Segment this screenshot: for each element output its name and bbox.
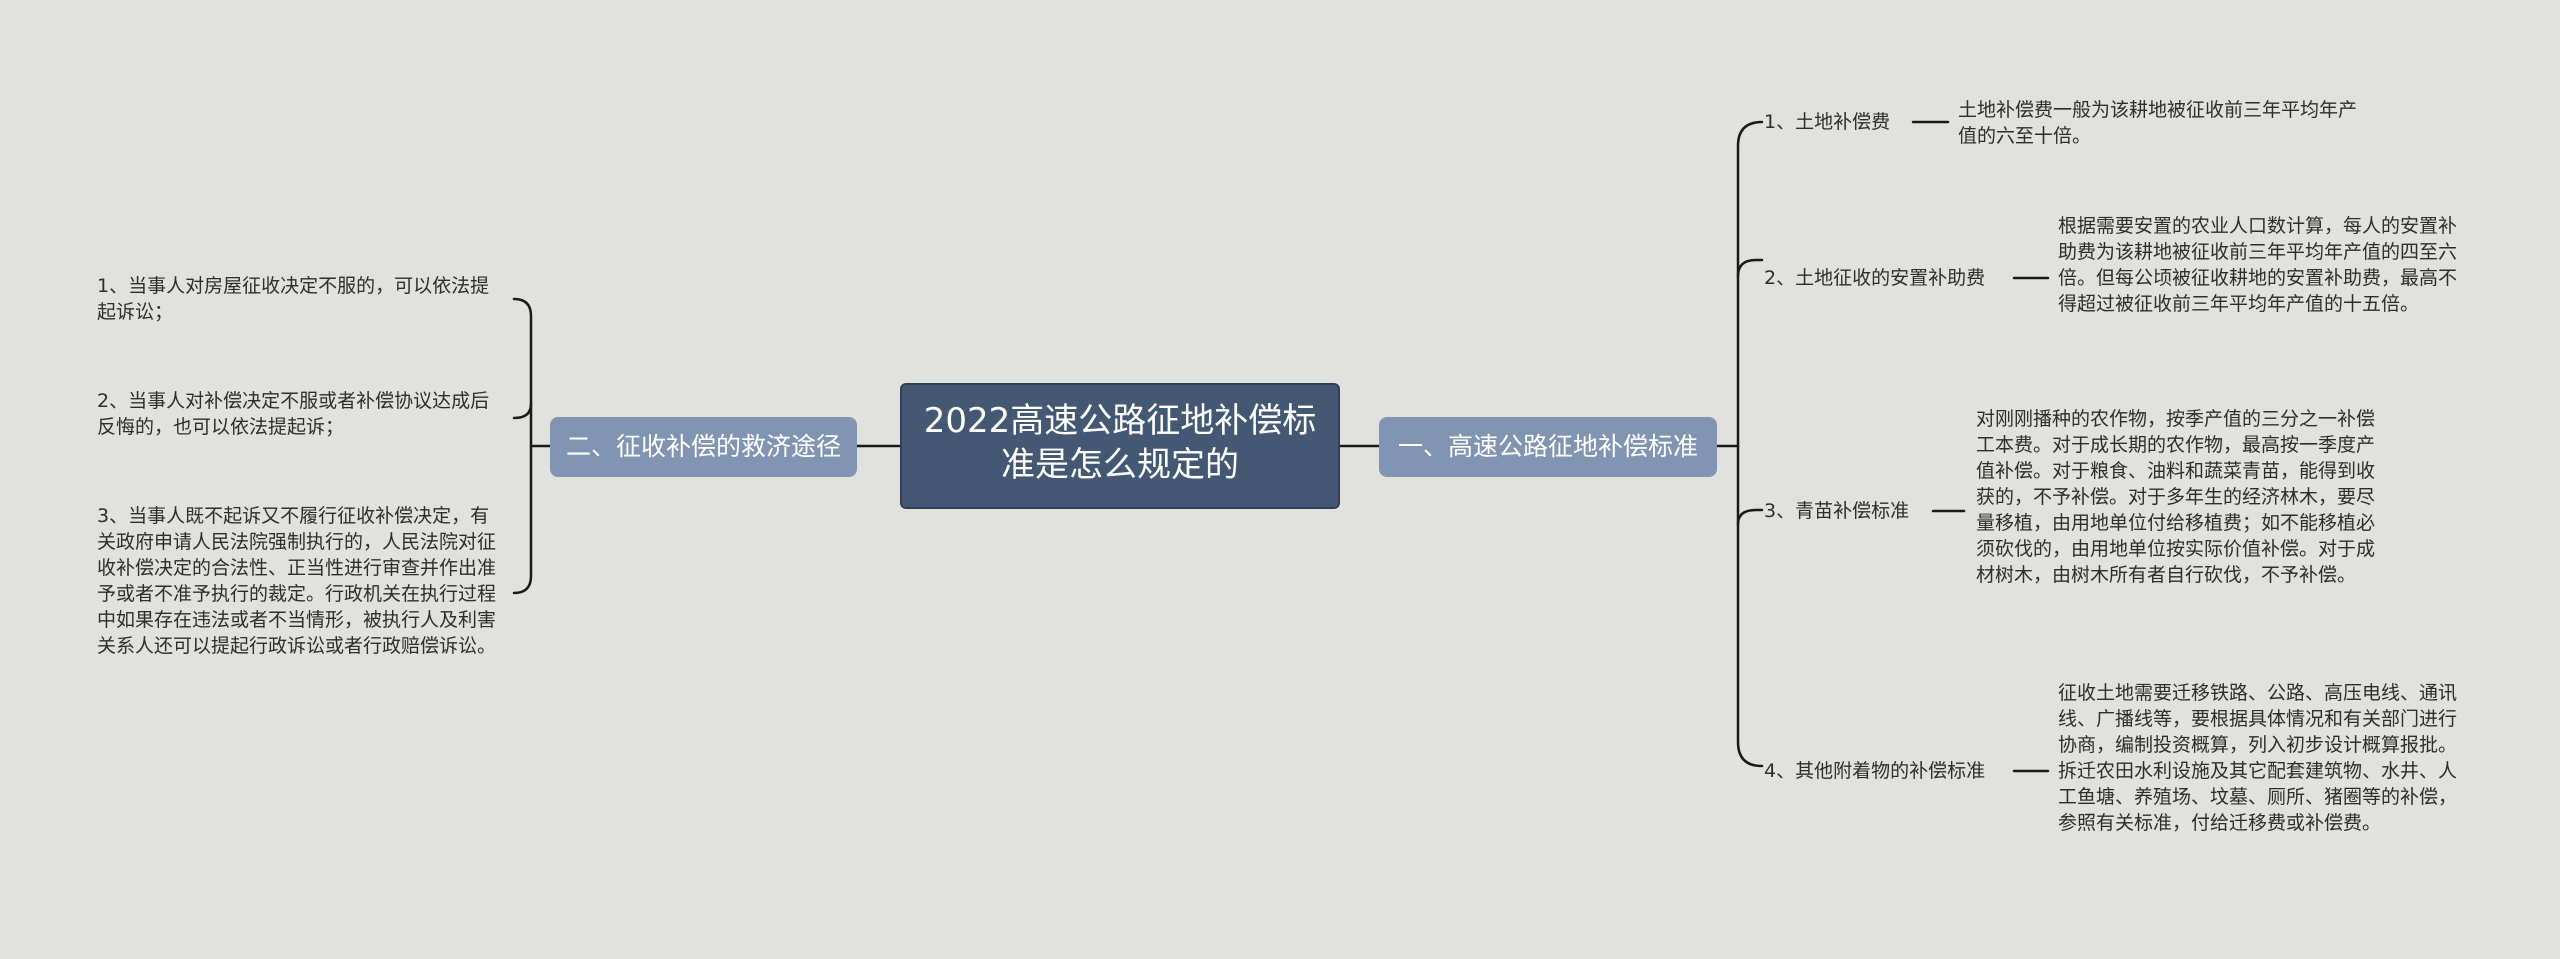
- detail-text: 对刚刚播种的农作物，按季产值的三分之一补偿工本费。对于成长期的农作物，最高按一季…: [1976, 408, 2376, 586]
- topic-young-crops[interactable]: 3、青苗补偿标准: [1764, 499, 1909, 523]
- branch-relief-channels[interactable]: 二、征收补偿的救济途径: [550, 417, 857, 477]
- detail-land-compensation: 土地补偿费一般为该耕地被征收前三年平均年产值的六至十倍。: [1958, 97, 2370, 149]
- topic-resettlement-subsidy[interactable]: 2、土地征收的安置补助费: [1764, 266, 1985, 290]
- root-topic[interactable]: 2022高速公路征地补偿标准是怎么规定的: [900, 383, 1340, 509]
- detail-text: 根据需要安置的农业人口数计算，每人的安置补助费为该耕地被征收前三年平均年产值的四…: [2058, 215, 2458, 315]
- branch-label: 一、高速公路征地补偿标准: [1397, 432, 1698, 461]
- topic-label: 3、青苗补偿标准: [1764, 500, 1910, 522]
- relief-item-3[interactable]: 3、当事人既不起诉又不履行征收补偿决定，有关政府申请人民法院强制执行的，人民法院…: [97, 503, 501, 659]
- topic-land-compensation[interactable]: 1、土地补偿费: [1764, 110, 1890, 134]
- detail-other-attachments: 征收土地需要迁移铁路、公路、高压电线、通讯线、广播线等，要根据具体情况和有关部门…: [2058, 680, 2470, 836]
- relief-text: 2、当事人对补偿决定不服或者补偿协议达成后反悔的，也可以依法提起诉；: [97, 390, 490, 438]
- topic-label: 4、其他附着物的补偿标准: [1764, 760, 1986, 782]
- detail-resettlement-subsidy: 根据需要安置的农业人口数计算，每人的安置补助费为该耕地被征收前三年平均年产值的四…: [2058, 213, 2470, 317]
- topic-label: 1、土地补偿费: [1764, 111, 1891, 133]
- root-title: 2022高速公路征地补偿标准是怎么规定的: [923, 401, 1317, 485]
- relief-item-1[interactable]: 1、当事人对房屋征收决定不服的，可以依法提起诉讼；: [97, 273, 501, 325]
- detail-text: 征收土地需要迁移铁路、公路、高压电线、通讯线、广播线等，要根据具体情况和有关部门…: [2058, 682, 2458, 834]
- branch-label: 二、征收补偿的救济途径: [565, 432, 841, 461]
- relief-item-2[interactable]: 2、当事人对补偿决定不服或者补偿协议达成后反悔的，也可以依法提起诉；: [97, 388, 501, 440]
- relief-text: 1、当事人对房屋征收决定不服的，可以依法提起诉讼；: [97, 275, 490, 323]
- topic-other-attachments[interactable]: 4、其他附着物的补偿标准: [1764, 759, 1985, 783]
- topic-label: 2、土地征收的安置补助费: [1764, 267, 1986, 289]
- relief-text: 3、当事人既不起诉又不履行征收补偿决定，有关政府申请人民法院强制执行的，人民法院…: [97, 505, 497, 657]
- detail-young-crops: 对刚刚播种的农作物，按季产值的三分之一补偿工本费。对于成长期的农作物，最高按一季…: [1976, 406, 2388, 588]
- branch-compensation-standards[interactable]: 一、高速公路征地补偿标准: [1379, 417, 1717, 477]
- detail-text: 土地补偿费一般为该耕地被征收前三年平均年产值的六至十倍。: [1958, 99, 2358, 147]
